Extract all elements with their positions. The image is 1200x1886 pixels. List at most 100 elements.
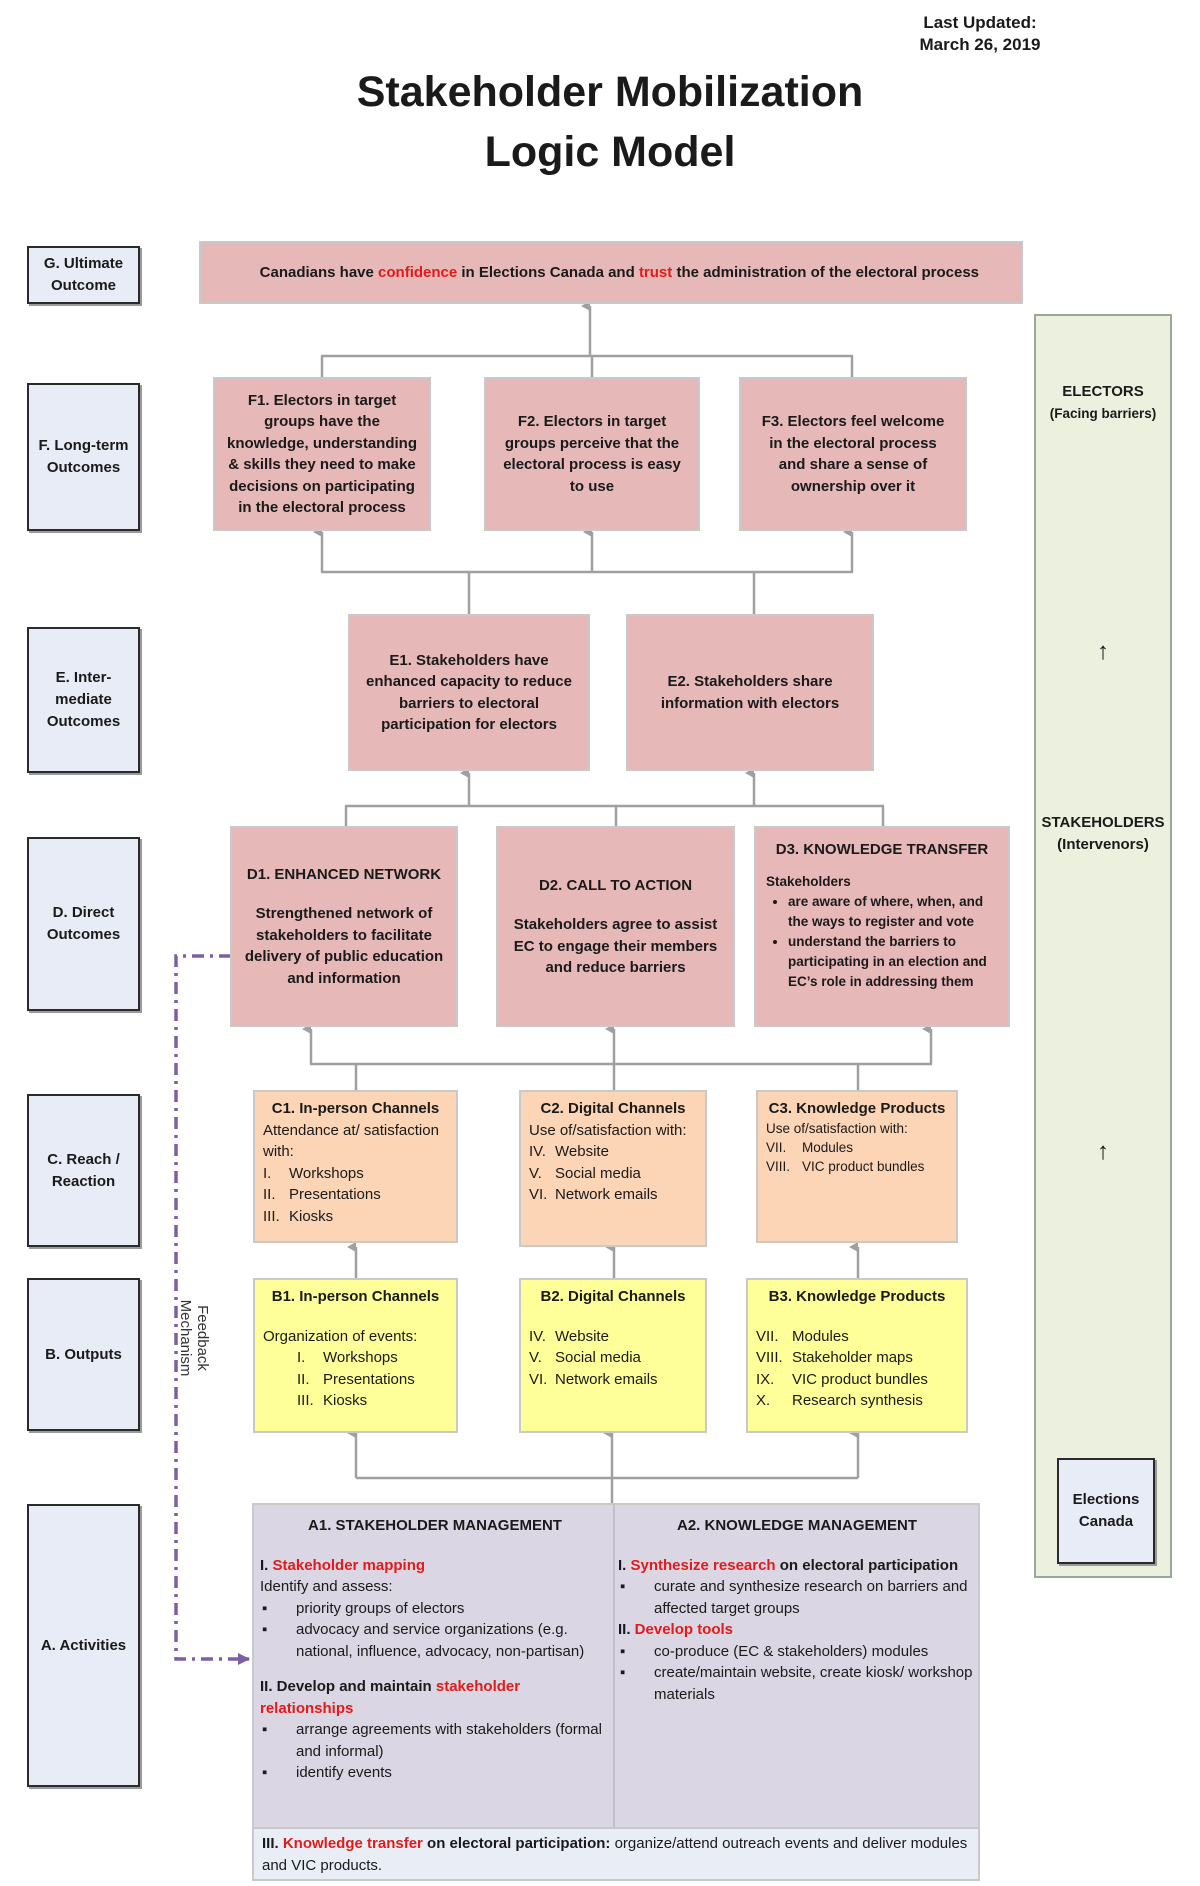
d1-title: D1. ENHANCED NETWORK [246,865,442,883]
outcome-d2: D2. CALL TO ACTION Stakeholders agree to… [496,826,735,1027]
level-label-c: C. Reach / Reaction [27,1094,140,1247]
a1-section-1-bullets: priority groups of electors advocacy and… [260,1598,610,1663]
level-label-f: F. Long-term Outcomes [27,383,140,531]
list-item: VII.Modules [756,1327,849,1345]
list-item: III.Kiosks [297,1392,368,1409]
c3-intro: Use of/satisfaction with: [766,1121,908,1136]
c2-list: IV.Website V.Social media VI.Network ema… [529,1141,697,1206]
list-item: III.Kiosks [263,1207,334,1225]
page-title: Stakeholder Mobilization Logic Model [250,62,970,182]
up-arrow-icon: ↑ [1097,1138,1109,1165]
reach-c2: C2. Digital Channels Use of/satisfaction… [519,1090,707,1247]
b2-title: B2. Digital Channels [540,1288,686,1305]
output-b3: B3. Knowledge Products VII.Modules VIII.… [746,1278,968,1433]
reach-c1: C1. In-person Channels Attendance at/ sa… [253,1090,458,1243]
level-label-g: G. Ultimate Outcome [27,246,140,304]
list-item: I.Workshops [263,1164,364,1182]
list-item: V.Social media [529,1349,641,1366]
level-label-a: A. Activities [27,1504,140,1787]
a2-section-1-bullets: curate and synthesize research on barrie… [618,1576,976,1619]
a1-section-2-bullets: arrange agreements with stakeholders (fo… [260,1719,610,1784]
ultimate-trust: trust [638,263,673,281]
a2-synthesize-research: Synthesize research [630,1556,776,1574]
title-line-1: Stakeholder Mobilization [356,68,864,116]
feedback-mechanism-label: Feedback Mechanism [177,1299,211,1377]
d1-body: Strengthened network of stakeholders to … [244,905,444,987]
list-item: VIII.VIC product bundles [766,1159,925,1174]
list-item: II.Presentations [263,1186,381,1203]
a3-knowledge-transfer: Knowledge transfer [282,1835,423,1852]
side-stakeholders-sub: (Intervenors) [1057,836,1149,853]
title-line-2: Logic Model [484,128,736,176]
ultimate-outcome-box: Canadians have confidence in Elections C… [199,241,1023,304]
list-item: V.Social media [529,1164,641,1182]
list-item: co-produce (EC & stakeholders) modules [618,1641,976,1663]
c1-title: C1. In-person Channels [271,1100,440,1117]
a1-stakeholder-mapping: Stakeholder mapping [272,1556,426,1574]
list-item: VI.Network emails [529,1186,658,1203]
last-updated: Last Updated: March 26, 2019 [880,12,1080,56]
a2-title: A2. KNOWLEDGE MANAGEMENT [677,1517,917,1534]
side-stakeholders-title: STAKEHOLDERS [1041,814,1165,831]
a2-section-1: I. Synthesize research on electoral part… [618,1556,959,1574]
reach-c3: C3. Knowledge Products Use of/satisfacti… [756,1090,958,1243]
up-arrow-icon: ↑ [1097,638,1109,665]
outcome-f1: F1. Electors in target groups have the k… [213,377,431,531]
activities-divider [613,1503,615,1827]
c2-intro: Use of/satisfaction with: [529,1121,687,1139]
b3-title: B3. Knowledge Products [768,1288,946,1305]
a2-develop-tools: Develop tools [634,1621,734,1638]
side-panel [1034,314,1172,1578]
output-b2: B2. Digital Channels IV.Website V.Social… [519,1278,707,1433]
list-item: VII.Modules [766,1140,854,1155]
list-item: X.Research synthesis [756,1392,923,1409]
list-item: curate and synthesize research on barrie… [618,1576,976,1619]
activity-a2: A2. KNOWLEDGE MANAGEMENT I. Synthesize r… [618,1505,976,1705]
ultimate-text-1: Canadians have [259,263,379,281]
list-item: identify events [260,1762,610,1784]
level-label-d: D. Direct Outcomes [27,837,140,1011]
list-item: I.Workshops [297,1349,398,1366]
a2-section-2-bullets: co-produce (EC & stakeholders) modules c… [618,1641,976,1706]
list-item: VI.Network emails [529,1370,658,1388]
outcome-d1: D1. ENHANCED NETWORK Strengthened networ… [230,826,458,1027]
activity-a1: A1. STAKEHOLDER MANAGEMENT I. Stakeholde… [260,1505,610,1784]
b2-list: IV.Website V.Social media VI.Network ema… [529,1326,697,1391]
a1-section-1: I. Stakeholder mapping [260,1556,426,1574]
d3-title: D3. KNOWLEDGE TRANSFER [775,841,989,858]
list-item: IV.Website [529,1327,609,1345]
b1-intro: Organization of events: [263,1327,418,1345]
d2-body: Stakeholders agree to assist EC to engag… [513,916,718,976]
b1-title: B1. In-person Channels [271,1288,440,1305]
ultimate-text-2: in Elections Canada and [457,263,639,281]
list-item: priority groups of electors [260,1598,610,1620]
c3-title: C3. Knowledge Products [768,1100,946,1117]
b3-list: VII.Modules VIII.Stakeholder maps IX.VIC… [756,1326,958,1412]
list-item: IV.Website [529,1143,609,1160]
list-item: II.Presentations [297,1370,415,1388]
outcome-f2: F2. Electors in target groups perceive t… [484,377,700,531]
d2-title: D2. CALL TO ACTION [538,876,693,894]
level-label-e: E. Inter-mediate Outcomes [27,627,140,773]
list-item: VIII.Stakeholder maps [756,1349,913,1366]
list-item: IX.VIC product bundles [756,1370,928,1388]
a2-section-2: II. Develop tools [618,1621,734,1638]
c1-intro: Attendance at/ satisfaction with: [263,1121,439,1161]
a1-title: A1. STAKEHOLDER MANAGEMENT [308,1517,562,1534]
side-stakeholders: STAKEHOLDERS (Intervenors) [1034,812,1172,856]
b1-list: I.Workshops II.Presentations III.Kiosks [263,1347,448,1412]
d3-intro: Stakeholders [766,874,851,889]
ultimate-confidence: confidence [378,263,458,281]
list-item: arrange agreements with stakeholders (fo… [260,1719,610,1762]
side-electors: ELECTORS (Facing barriers) [1034,381,1172,425]
c3-list: VII.Modules VIII.VIC product bundles [766,1138,948,1176]
d3-bullets: are aware of where, when, and the ways t… [766,892,998,992]
activity-a3: III. Knowledge transfer on electoral par… [252,1827,980,1881]
a1-section-1-intro: Identify and assess: [260,1578,393,1595]
list-item: advocacy and service organizations (e.g.… [260,1619,610,1662]
c2-title: C2. Digital Channels [540,1100,686,1117]
outcome-f3: F3. Electors feel welcome in the elector… [739,377,967,531]
ultimate-text-3: the administration of the electoral proc… [672,263,980,281]
last-updated-label: Last Updated: [923,13,1037,32]
d3-bullet: understand the barriers to participating… [788,932,998,992]
